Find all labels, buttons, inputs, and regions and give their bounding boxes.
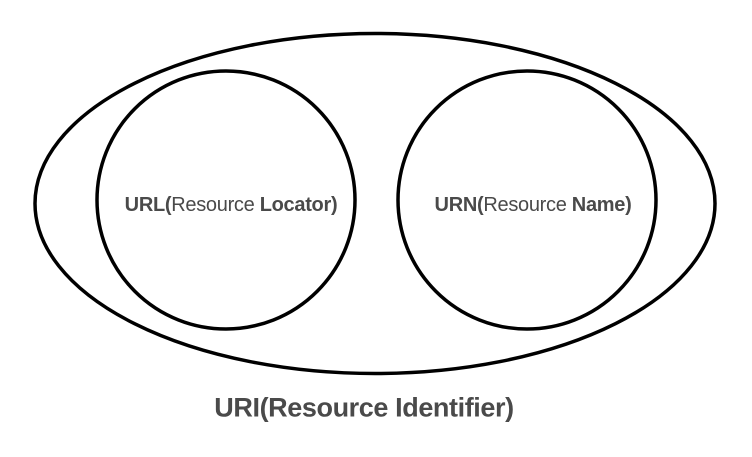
urn-label-middle: Resource (483, 194, 572, 216)
url-label: URL(Resource Locator) (125, 195, 338, 215)
urn-circle (396, 69, 658, 331)
urn-label-prefix: URN( (434, 194, 484, 216)
url-label-middle: Resource (171, 194, 260, 216)
uri-outer-ellipse (33, 31, 717, 376)
url-label-suffix: Locator) (259, 194, 338, 216)
urn-label: URN(Resource Name) (435, 195, 632, 215)
diagram-title: URI(Resource Identifier) (214, 392, 514, 423)
url-label-prefix: URL( (124, 194, 172, 216)
url-circle (95, 69, 357, 331)
urn-label-suffix: Name) (571, 194, 632, 216)
